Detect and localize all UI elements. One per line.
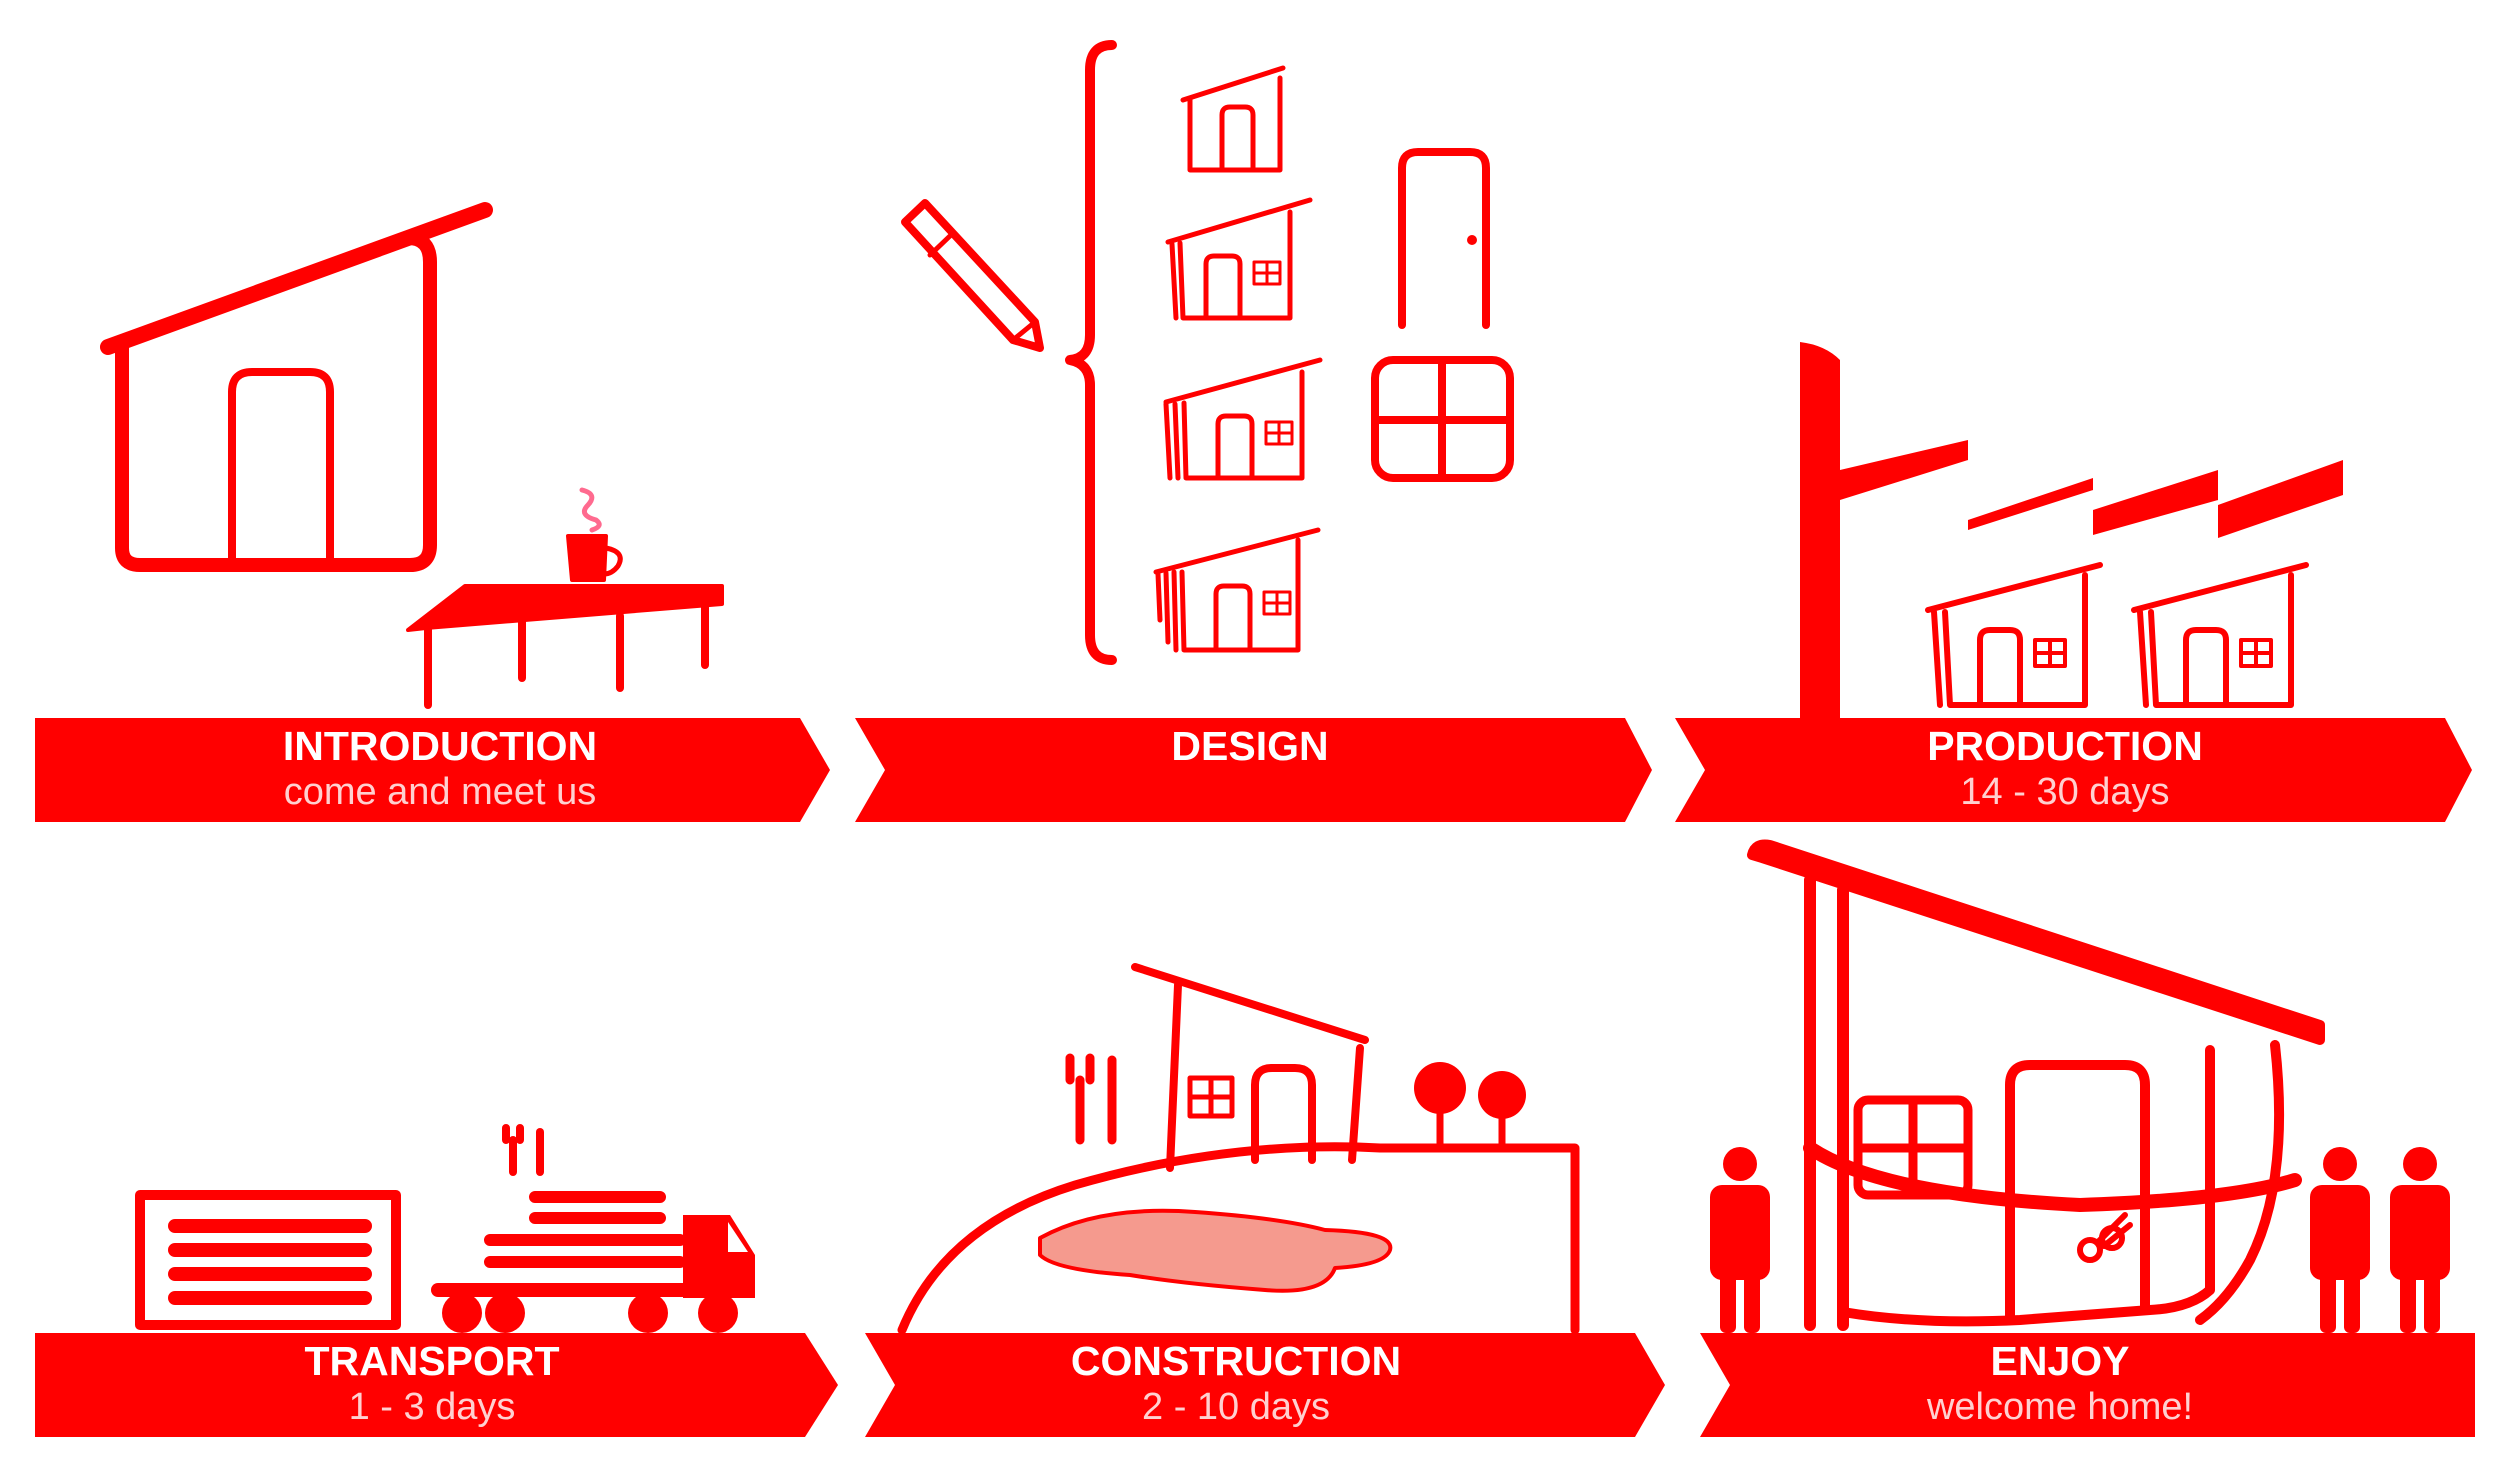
- banner-title: ENJOY: [1991, 1338, 2130, 1384]
- banner-production: PRODUCTION 14 - 30 days: [1675, 718, 2472, 822]
- production-illustration: [1800, 342, 2343, 720]
- house-variant-icon: [1180, 65, 1286, 173]
- tools-icon: [502, 1124, 544, 1176]
- banner-transport: TRANSPORT 1 - 3 days: [35, 1333, 838, 1437]
- big-house-icon: [1747, 839, 2325, 1331]
- banner-title: DESIGN: [1171, 723, 1328, 769]
- banner-subtitle: welcome home!: [1926, 1386, 2193, 1428]
- person-icon: [1710, 1147, 1770, 1333]
- tree-icon: [1478, 1071, 1526, 1152]
- hill-icon: [897, 1142, 1580, 1335]
- banner-subtitle: come and meet us: [284, 771, 597, 813]
- tree-icon: [1414, 1062, 1466, 1152]
- banner-subtitle: 14 - 30 days: [1960, 771, 2169, 813]
- banner-enjoy: ENJOY welcome home!: [1700, 1333, 2475, 1437]
- banner-construction: CONSTRUCTION 2 - 10 days: [865, 1333, 1665, 1437]
- construction-illustration: [897, 963, 1580, 1335]
- banner-title: PRODUCTION: [1927, 723, 2203, 769]
- pencil-icon: [901, 199, 1044, 352]
- banner-title: TRANSPORT: [304, 1338, 559, 1384]
- house-icon: [100, 202, 493, 572]
- banner-design: DESIGN: [855, 718, 1652, 822]
- scissors-icon: [2077, 1212, 2133, 1263]
- container-icon: [135, 1190, 401, 1330]
- banner-title: CONSTRUCTION: [1071, 1338, 1401, 1384]
- banner-introduction: INTRODUCTION come and meet us: [35, 718, 830, 822]
- introduction-illustration: [100, 202, 724, 709]
- person-icon: [2310, 1147, 2370, 1333]
- transport-illustration: [135, 1124, 755, 1333]
- pond-icon: [1038, 1208, 1393, 1293]
- design-illustration: [901, 40, 1514, 665]
- banner-title: INTRODUCTION: [283, 723, 597, 769]
- house-variant-icon: [1163, 357, 1323, 481]
- banner-subtitle: 1 - 3 days: [349, 1386, 516, 1428]
- ribbon-icon: [1803, 1141, 2302, 1212]
- coffee-cup-icon: [566, 487, 623, 582]
- door-icon: [1398, 148, 1490, 329]
- house-variant-icon: [1165, 197, 1313, 321]
- house-icon: [1925, 562, 2103, 708]
- enjoy-illustration: [1710, 839, 2450, 1333]
- tools-icon: [1065, 1053, 1117, 1145]
- banner-subtitle: 2 - 10 days: [1142, 1386, 1330, 1428]
- person-icon: [2390, 1147, 2450, 1333]
- window-icon: [1371, 356, 1514, 482]
- factory-icon: [1800, 342, 2343, 720]
- house-icon: [2131, 562, 2309, 708]
- coffee-table-icon: [406, 584, 724, 709]
- house-icon: [1131, 963, 1369, 1172]
- truck-icon: [431, 1191, 755, 1333]
- house-variant-icon: [1153, 527, 1321, 653]
- brace-icon: [1065, 40, 1117, 665]
